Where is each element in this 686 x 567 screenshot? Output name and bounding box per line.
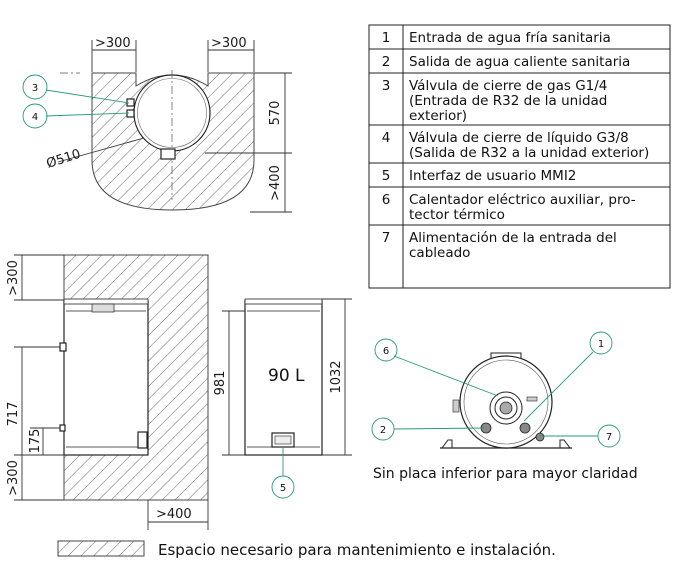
legend-row: 4 Válvula de cierre de líquido G3/8(Salid… [382, 130, 650, 161]
dim-total-height: 1032 [329, 360, 344, 393]
legend-number: 7 [382, 230, 391, 246]
bottom-view-caption: Sin placa inferior para mayor claridad [373, 466, 638, 482]
legend-table: 1 Entrada de agua fría sanitaria 2 Salida d… [368, 24, 671, 289]
dim-front: >400 [268, 165, 283, 201]
legend-description: Entrada de agua fría sanitaria [409, 30, 611, 46]
legend-number: 1 [382, 30, 391, 46]
callout-2 [371, 417, 395, 441]
legend-number: 6 [382, 192, 391, 208]
side-tank-body [63, 300, 149, 456]
hatch-legend: Espacio necesario para mantenimiento e i… [57, 540, 556, 559]
svg-text:6: 6 [383, 346, 389, 357]
legend-description: (Salida de R32 a la unidad exterior) [409, 145, 649, 161]
svg-text:5: 5 [280, 483, 286, 494]
callout-6 [374, 338, 398, 362]
front-view: 90 L 981 1032 5 [213, 298, 352, 499]
legend-number: 4 [382, 130, 391, 146]
dim-side-front: >400 [156, 507, 192, 522]
callout-7 [597, 424, 621, 448]
legend-row: 2 Salida de agua caliente sanitaria [382, 54, 631, 70]
legend-number: 3 [382, 78, 391, 94]
legend-description: Interfaz de usuario MMI2 [409, 168, 576, 184]
callout-4 [22, 103, 48, 129]
svg-text:4: 4 [32, 112, 38, 123]
dim-diameter: Ø510 [45, 147, 83, 172]
legend-row: 1 Entrada de agua fría sanitaria [382, 30, 611, 46]
legend-description: Válvula de cierre de gas G1/4 [409, 78, 607, 94]
svg-text:7: 7 [606, 432, 612, 443]
legend-row: 6 Calentador eléctrico auxiliar, pro-tect… [382, 192, 636, 223]
hatch-legend-text: Espacio necesario para mantenimiento e i… [158, 541, 556, 559]
side-view: >300 717 175 >300 >400 [6, 254, 209, 530]
legend-description: Calentador eléctrico auxiliar, pro- [409, 192, 636, 208]
legend-description: (Entrada de R32 de la unidad [409, 93, 607, 109]
dim-side-top: >300 [6, 260, 21, 296]
svg-text:3: 3 [32, 83, 38, 94]
legend-description: Válvula de cierre de líquido G3/8 [409, 130, 629, 146]
legend-description: Salida de agua caliente sanitaria [409, 54, 630, 70]
legend-row: 5 Interfaz de usuario MMI2 [382, 168, 577, 184]
dim-side-height: 717 [6, 402, 21, 427]
legend-number: 2 [382, 54, 391, 70]
top-view: >300 >300 570 >400 Ø510 3 4 [22, 36, 292, 213]
callout-3 [22, 74, 48, 100]
legend-description: Alimentación de la entrada del [409, 230, 617, 246]
legend-description: tector térmico [409, 207, 505, 223]
svg-text:2: 2 [380, 425, 386, 436]
legend-number: 5 [382, 168, 391, 184]
legend-description: cableado [409, 245, 470, 261]
svg-text:1: 1 [598, 339, 604, 350]
dim-side-bottom: >300 [6, 460, 21, 496]
callout-5 [271, 475, 295, 499]
dim-top-left: >300 [95, 36, 131, 51]
tank-volume-label: 90 L [268, 366, 305, 386]
callout-1 [589, 331, 613, 355]
legend-description: exterior) [409, 108, 467, 124]
dim-side-bottom-gap: 175 [28, 429, 43, 454]
bottom-view: 1 2 6 7 Sin placa inferior para mayor cl… [371, 331, 638, 482]
dim-depth: 570 [268, 101, 283, 126]
front-tank-body [244, 300, 323, 456]
dim-body-height: 981 [213, 371, 228, 396]
dim-top-right: >300 [211, 36, 247, 51]
hatch-swatch [57, 540, 145, 557]
legend-row: 3 Válvula de cierre de gas G1/4(Entrada d… [382, 78, 608, 124]
